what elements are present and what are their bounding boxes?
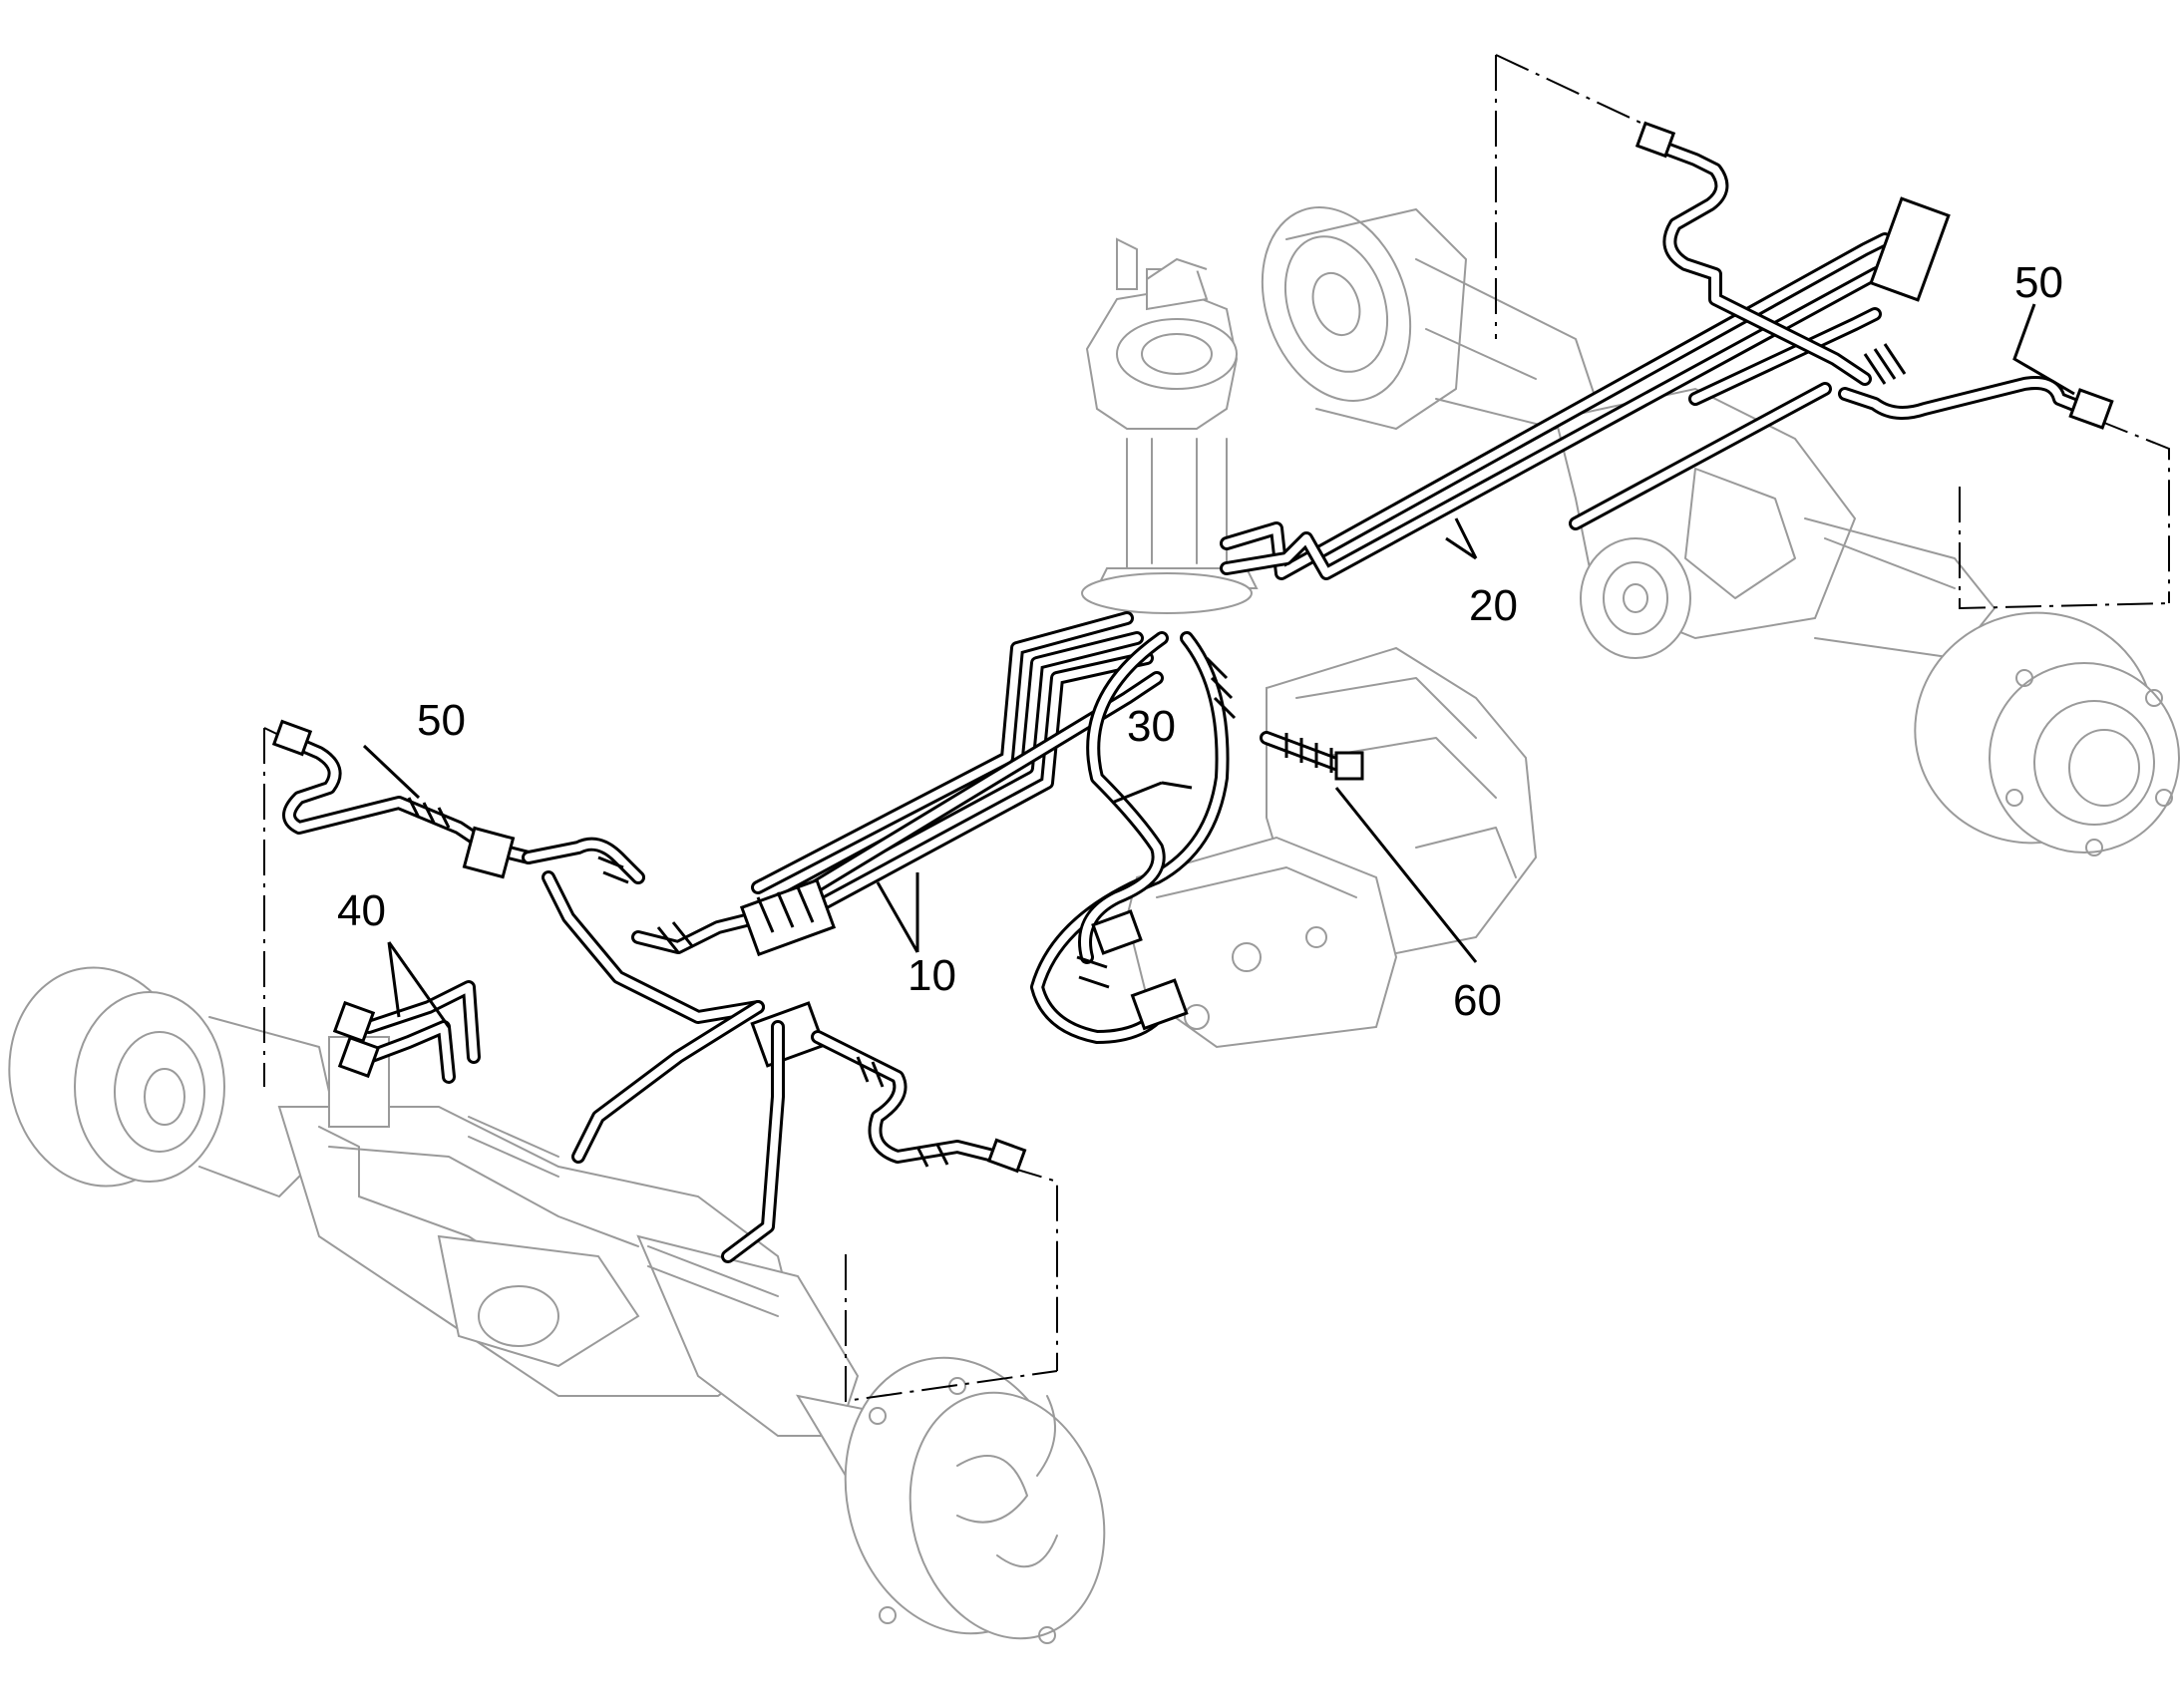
front-axle xyxy=(8,966,1106,1644)
phantom-lines xyxy=(263,54,2170,1403)
callout-10: 10 xyxy=(908,951,956,1000)
rear-axle xyxy=(1261,206,2180,856)
callout-30: 30 xyxy=(1127,702,1176,751)
hose-group-30 xyxy=(1030,631,1237,1044)
brake-valve-unit xyxy=(1081,237,1259,614)
tube-group-40 xyxy=(332,980,481,1084)
junction-block xyxy=(571,877,1027,1263)
callout-20: 20 xyxy=(1469,581,1518,630)
callout-40: 40 xyxy=(337,886,386,935)
callout-leaders xyxy=(362,303,2075,1028)
callout-labels: 50 40 10 30 20 50 60 xyxy=(337,258,2063,1025)
brake-line-front-left xyxy=(271,719,765,1024)
pipe-group-20 xyxy=(1220,232,1897,580)
callout-50-right: 50 xyxy=(2014,258,2063,307)
callout-50-left: 50 xyxy=(417,696,466,745)
sensor-60 xyxy=(1260,731,1364,781)
callout-60: 60 xyxy=(1453,976,1502,1025)
hydraulic-pump xyxy=(1125,646,1538,1049)
hydraulic-lines xyxy=(271,121,2114,1263)
pipe-group-10 xyxy=(751,611,1164,924)
brake-line-rear xyxy=(1635,121,2114,430)
